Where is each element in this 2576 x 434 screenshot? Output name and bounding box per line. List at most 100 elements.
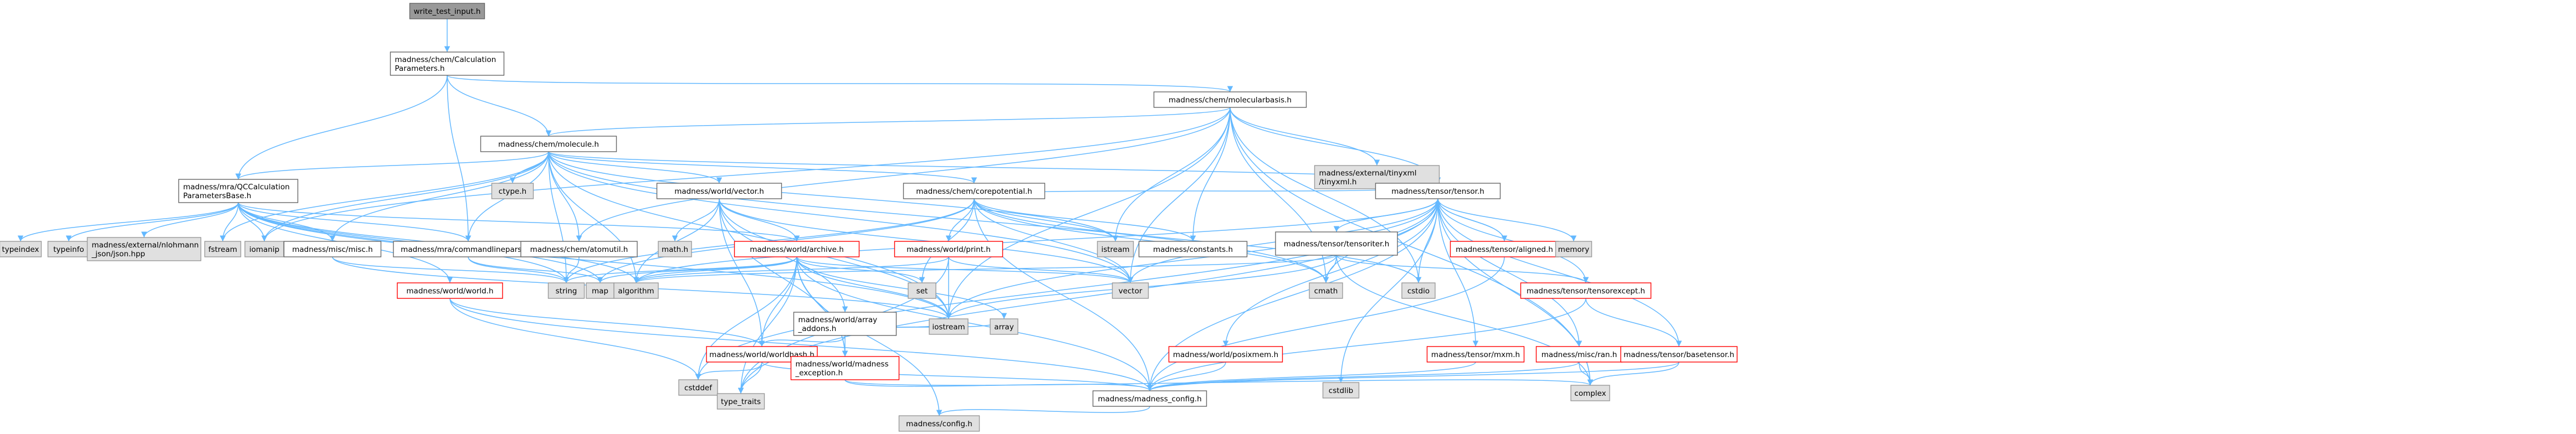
node-madness-madness-config-h[interactable]: madness/madness_config.h — [1092, 390, 1207, 407]
node-box — [656, 183, 782, 199]
node-label: set — [916, 287, 928, 296]
node-madness-world-posixmem-h[interactable]: madness/world/posixmem.h — [1168, 346, 1283, 363]
node-label: _exception.h — [795, 369, 843, 378]
node-label: _json/json.hpp — [91, 250, 145, 259]
edge-tensor-to-basetensor — [1437, 198, 1682, 347]
node-label: cstdlib — [1329, 386, 1353, 395]
edge-misc-to-string — [332, 256, 570, 283]
node-madness-mra-qccalculationparametersbase-h[interactable]: madness/mra/QCCalculationParametersBase.… — [178, 179, 299, 203]
node-madness-chem-atomutil-h[interactable]: madness/chem/atomutil.h — [520, 241, 638, 257]
node-math-h: math.h — [658, 241, 692, 257]
node-label: madness/tensor/aligned.h — [1456, 245, 1553, 254]
edge-tensor-to-tensorexcept — [1437, 198, 1589, 283]
node-madness-tensor-tensoriter-h[interactable]: madness/tensor/tensoriter.h — [1275, 231, 1398, 256]
node-label: madness/tensor/tensor.h — [1391, 187, 1484, 196]
edge-archive-to-cstddef — [695, 256, 797, 380]
node-madness-world-print-h[interactable]: madness/world/print.h — [894, 241, 1003, 257]
edge-molecule-to-ctype — [509, 151, 549, 184]
node-box — [1097, 241, 1134, 257]
node-label: madness/world/array — [798, 316, 878, 324]
node-label: madness/chem/Calculation — [395, 55, 496, 64]
node-label: madness/madness_config.h — [1098, 395, 1201, 404]
node-label: ParametersBase.h — [183, 192, 252, 200]
node-madness-tensor-basetensor-h[interactable]: madness/tensor/basetensor.h — [1620, 346, 1738, 363]
edge-calcparams-to-molecule — [447, 75, 552, 137]
node-box — [1520, 282, 1652, 299]
node-label: madness/tensor/mxm.h — [1431, 350, 1520, 359]
node-madness-mra-commandlineparser-h[interactable]: madness/mra/commandlineparser.h — [393, 241, 544, 257]
edge-madconfig-to-config — [936, 406, 1150, 416]
edge-molbasis-to-molecule — [546, 107, 1231, 137]
edge-tensor-to-cstdlib — [1338, 198, 1438, 383]
node-iostream: iostream — [929, 318, 969, 335]
node-label: _addons.h — [798, 324, 837, 333]
node-type-traits: type_traits — [716, 393, 765, 410]
edge-molecule-to-tensor — [548, 151, 1441, 184]
node-madness-world-world-h[interactable]: madness/world/world.h — [397, 282, 503, 299]
edge-corepot-to-string — [563, 198, 975, 283]
node-madness-chem-corepotential-h[interactable]: madness/chem/corepotential.h — [903, 183, 1046, 199]
node-madness-tensor-tensor-h[interactable]: madness/tensor/tensor.h — [1375, 183, 1501, 199]
edge-qcparams-to-misc — [238, 202, 336, 242]
edge-molecule-to-cmath — [548, 151, 1329, 283]
edge-qcparams-to-iostream — [238, 202, 952, 319]
node-label: cstddef — [684, 384, 713, 392]
node-madness-chem-molecule-h[interactable]: madness/chem/molecule.h — [480, 136, 617, 152]
node-box — [1168, 346, 1283, 363]
node-madness-world-array-addons-h[interactable]: madness/world/array_addons.h — [793, 312, 897, 336]
node-madness-misc-misc-h[interactable]: madness/misc/misc.h — [283, 241, 382, 257]
node-label: madness/constants.h — [1153, 245, 1233, 254]
node-madness-world-archive-h[interactable]: madness/world/archive.h — [734, 241, 860, 257]
node-box — [894, 241, 1003, 257]
edge-tensorexcept-to-basetensor — [1585, 298, 1682, 347]
node-madness-world-vector-h[interactable]: madness/world/vector.h — [656, 183, 782, 199]
node-label: madness/world/print.h — [907, 245, 991, 254]
node-write-test-input-h[interactable]: write_test_input.h — [409, 3, 485, 19]
edge-molecule-to-fstream — [219, 151, 549, 242]
edge-corepot-to-madconfig — [974, 198, 1153, 391]
edge-corepot-to-map — [597, 198, 975, 283]
edge-world-to-madconfig — [449, 298, 1153, 391]
edge-calcparams-to-cmdparser — [447, 75, 472, 242]
node-madness-misc-ran-h[interactable]: madness/misc/ran.h — [1535, 346, 1623, 363]
node-box — [0, 241, 42, 257]
edge-calcparams-to-molbasis — [447, 75, 1233, 92]
node-madness-tensor-mxm-h[interactable]: madness/tensor/mxm.h — [1426, 346, 1525, 363]
edge-basetensor-to-complex — [1587, 361, 1679, 386]
node-cstdlib: cstdlib — [1322, 382, 1360, 399]
node-label: complex — [1574, 389, 1606, 398]
node-madness-tensor-tensorexcept-h[interactable]: madness/tensor/tensorexcept.h — [1520, 282, 1652, 299]
node-madness-world-madness-exception-h[interactable]: madness/world/madness_exception.h — [790, 356, 900, 380]
edge-aligned-to-madconfig — [1146, 256, 1505, 391]
node-box — [793, 312, 897, 336]
edge-basetensor-to-madconfig — [1147, 361, 1679, 391]
edge-molecule-to-misc — [329, 151, 549, 242]
node-madness-constants-h[interactable]: madness/constants.h — [1138, 241, 1248, 257]
edge-cmdparser-to-map — [468, 256, 603, 283]
node-box — [1275, 231, 1398, 256]
node-cstdio: cstdio — [1401, 282, 1436, 299]
node-box — [908, 282, 936, 299]
edge-warrayaddons-to-worldhash — [759, 335, 846, 347]
node-label: madness/config.h — [906, 420, 972, 428]
node-label: madness/world/archive.h — [750, 245, 844, 254]
node-box — [1322, 382, 1360, 399]
node-label: Parameters.h — [395, 64, 445, 73]
edge-ran-to-madconfig — [1147, 361, 1580, 391]
node-label: fstream — [208, 245, 237, 254]
edge-archive-to-algorithm — [633, 256, 797, 283]
node-box — [1620, 346, 1738, 363]
edge-tensor-to-algorithm — [633, 198, 1438, 283]
node-label: string — [556, 287, 577, 296]
edge-molbasis-to-istream — [1112, 107, 1231, 242]
node-label: /tinyxml.h — [1319, 178, 1357, 187]
edge-molbasis-to-atomutil — [576, 107, 1231, 242]
node-label: madness/external/nlohmann — [92, 241, 199, 250]
node-label: madness/chem/atomutil.h — [530, 245, 628, 254]
node-box — [1375, 183, 1501, 199]
node-madness-chem-molecularbasis-h[interactable]: madness/chem/molecularbasis.h — [1153, 91, 1307, 108]
edge-world-to-cstddef — [449, 298, 701, 380]
node-madness-tensor-aligned-h[interactable]: madness/tensor/aligned.h — [1450, 241, 1559, 257]
edge-qcparams-to-nlohmann — [141, 202, 239, 238]
